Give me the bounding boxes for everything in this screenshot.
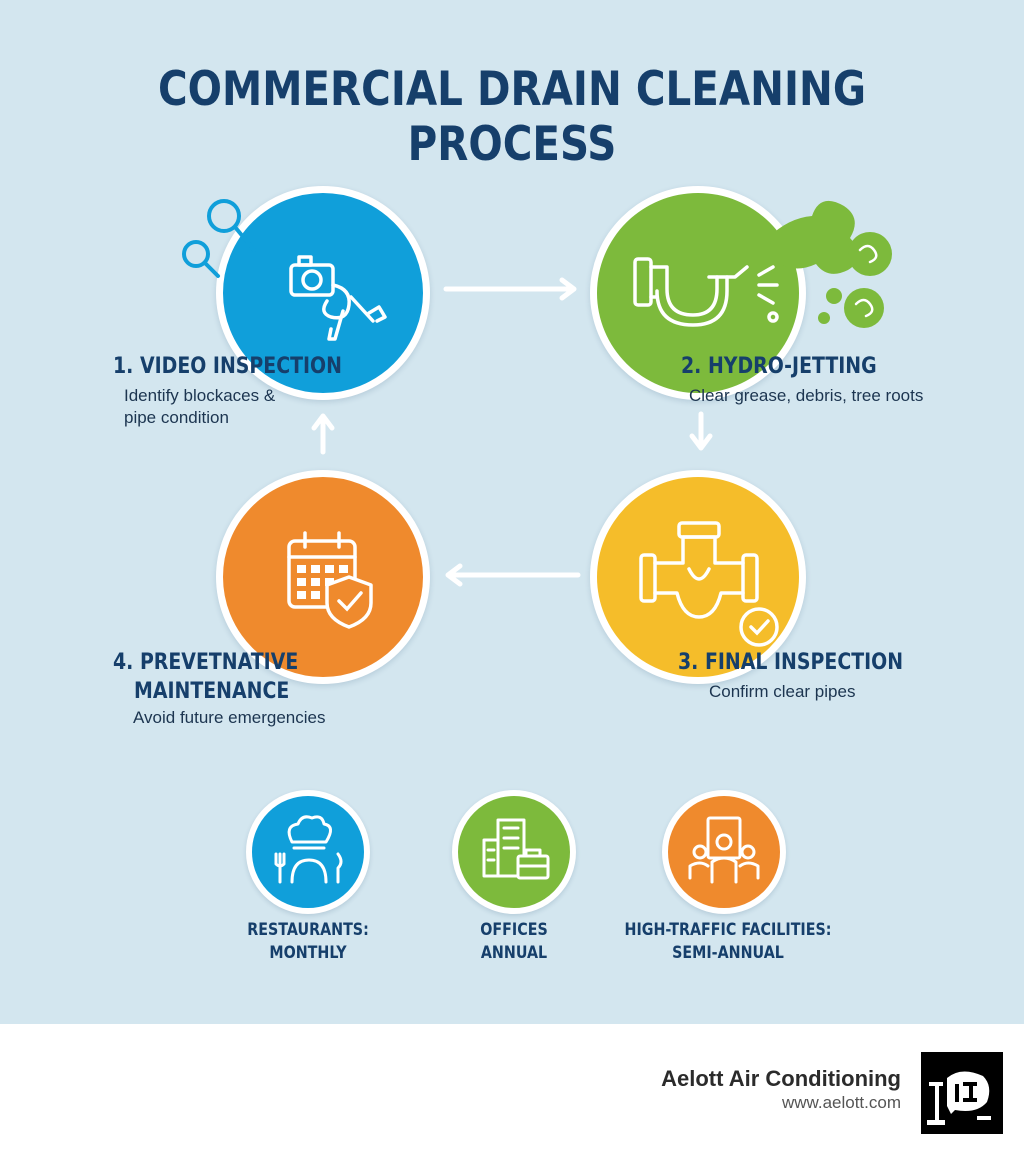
high-traffic-frequency-line-2: SEMI-ANNUAL bbox=[672, 943, 784, 963]
step-4-title-line-2: MAINTENANCE bbox=[134, 679, 290, 704]
offices-frequency-line-2: ANNUAL bbox=[480, 943, 548, 963]
footer bbox=[0, 1024, 1024, 1154]
offices-circle bbox=[452, 790, 576, 914]
page-title: COMMERCIAL DRAIN CLEANING PROCESS bbox=[157, 62, 867, 172]
step-4-title-line-1: 4. PREVETNATIVE bbox=[113, 650, 299, 675]
step-1-desc-line-1: Identify blockaces & bbox=[124, 386, 276, 405]
restaurants-frequency-line-1: RESTAURANTS: bbox=[247, 920, 369, 940]
brand-name: Aelott Air Conditioning bbox=[661, 1066, 901, 1091]
flow-arrows bbox=[311, 277, 713, 587]
brand-logo-icon bbox=[921, 1052, 1003, 1134]
splash-debris-icon bbox=[768, 200, 892, 328]
step-2-title: 2. HYDRO-JETTING bbox=[681, 354, 877, 379]
restaurants-frequency-line-2: MONTHLY bbox=[269, 943, 347, 963]
step-3-title: 3. FINAL INSPECTION bbox=[678, 650, 904, 675]
crowd-people-icon bbox=[688, 816, 760, 884]
step-3-circle bbox=[590, 470, 806, 684]
step-2-circle bbox=[590, 186, 806, 400]
step-1-desc-line-2: pipe condition bbox=[124, 408, 229, 427]
high-traffic-frequency-line-1: HIGH-TRAFFIC FACILITIES: bbox=[624, 920, 832, 940]
magnifier-icons bbox=[182, 199, 256, 278]
restaurants-circle bbox=[246, 790, 370, 914]
offices-frequency-line-1: OFFICES bbox=[480, 920, 548, 940]
step-1-circle bbox=[216, 186, 430, 400]
step-2-desc-line-1: Clear grease, debris, tree roots bbox=[689, 386, 924, 405]
brand-url[interactable]: www.aelott.com bbox=[781, 1093, 901, 1112]
office-building-icon bbox=[482, 818, 550, 880]
arrow-step2-to-step3 bbox=[689, 411, 713, 451]
arrow-step4-to-step1 bbox=[311, 413, 335, 455]
chef-dining-icon bbox=[274, 815, 343, 884]
clear-pipe-check-icon bbox=[639, 521, 779, 647]
hydro-jet-pipe-icon bbox=[633, 257, 779, 327]
step-4-circle bbox=[216, 470, 430, 684]
step-3-desc-line-1: Confirm clear pipes bbox=[709, 682, 856, 701]
camera-inspection-icon bbox=[289, 255, 387, 341]
step-1-title: 1. VIDEO INSPECTION bbox=[113, 354, 342, 379]
high-traffic-circle bbox=[662, 790, 786, 914]
arrow-step1-to-step2 bbox=[443, 277, 577, 301]
arrow-step3-to-step4 bbox=[445, 563, 581, 587]
step-4-desc-line-1: Avoid future emergencies bbox=[133, 708, 326, 727]
calendar-shield-icon bbox=[287, 531, 373, 629]
brand-block: Aelott Air Conditioning www.aelott.com bbox=[661, 1066, 901, 1114]
